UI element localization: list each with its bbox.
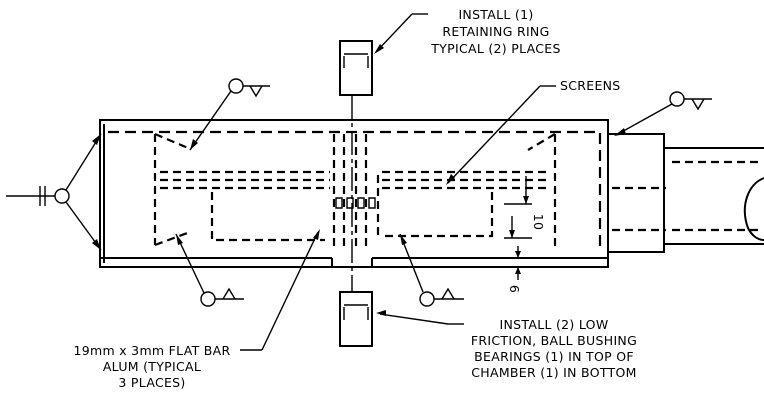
note-flat-bar-line-3: 3 PLACES) — [118, 375, 185, 390]
dimension-label-gap: 6 — [507, 285, 522, 293]
note-retaining-ring-line-2: RETAINING RING — [442, 24, 549, 39]
dimension-spacing: 10 — [504, 176, 546, 239]
outlet-tube — [607, 133, 764, 253]
weld-symbol-upper-left — [189, 78, 270, 151]
leader-bearings — [376, 310, 464, 325]
left-weld-symbol — [6, 133, 102, 251]
note-flat-bar-line-1: 19mm x 3mm FLAT BAR — [73, 343, 230, 358]
weld-symbol-upper-right — [614, 91, 712, 136]
dimension-gap: 6 — [507, 246, 542, 293]
note-bearings-line-1: INSTALL (2) LOW — [500, 317, 609, 332]
leader-flat-bar — [240, 229, 320, 351]
weld-symbol-lower-left — [175, 233, 244, 307]
chamber-body — [99, 119, 609, 268]
note-retaining-ring: INSTALL (1) RETAINING RING TYPICAL (2) P… — [430, 7, 560, 56]
top-retaining-ring — [339, 40, 373, 96]
bottom-bushing — [339, 291, 373, 347]
note-flat-bar-line-2: ALUM (TYPICAL — [103, 359, 201, 374]
note-retaining-ring-line-1: INSTALL (1) — [458, 7, 533, 22]
note-bearings-line-2: FRICTION, BALL BUSHING — [471, 333, 637, 348]
dimension-label-spacing: 10 — [531, 214, 546, 231]
note-bearings-line-4: CHAMBER (1) IN BOTTOM — [471, 365, 636, 380]
note-flat-bar: 19mm x 3mm FLAT BAR ALUM (TYPICAL 3 PLAC… — [73, 343, 230, 390]
leader-retaining-ring — [374, 13, 428, 54]
weld-symbol-lower-right — [399, 233, 464, 307]
note-screens: SCREENS — [560, 78, 621, 93]
note-retaining-ring-line-3: TYPICAL (2) PLACES — [430, 41, 560, 56]
screens-assembly — [153, 132, 557, 250]
note-bearings: INSTALL (2) LOW FRICTION, BALL BUSHING B… — [471, 317, 637, 380]
leader-screens — [446, 85, 556, 185]
note-bearings-line-3: BEARINGS (1) IN TOP OF — [474, 349, 634, 364]
